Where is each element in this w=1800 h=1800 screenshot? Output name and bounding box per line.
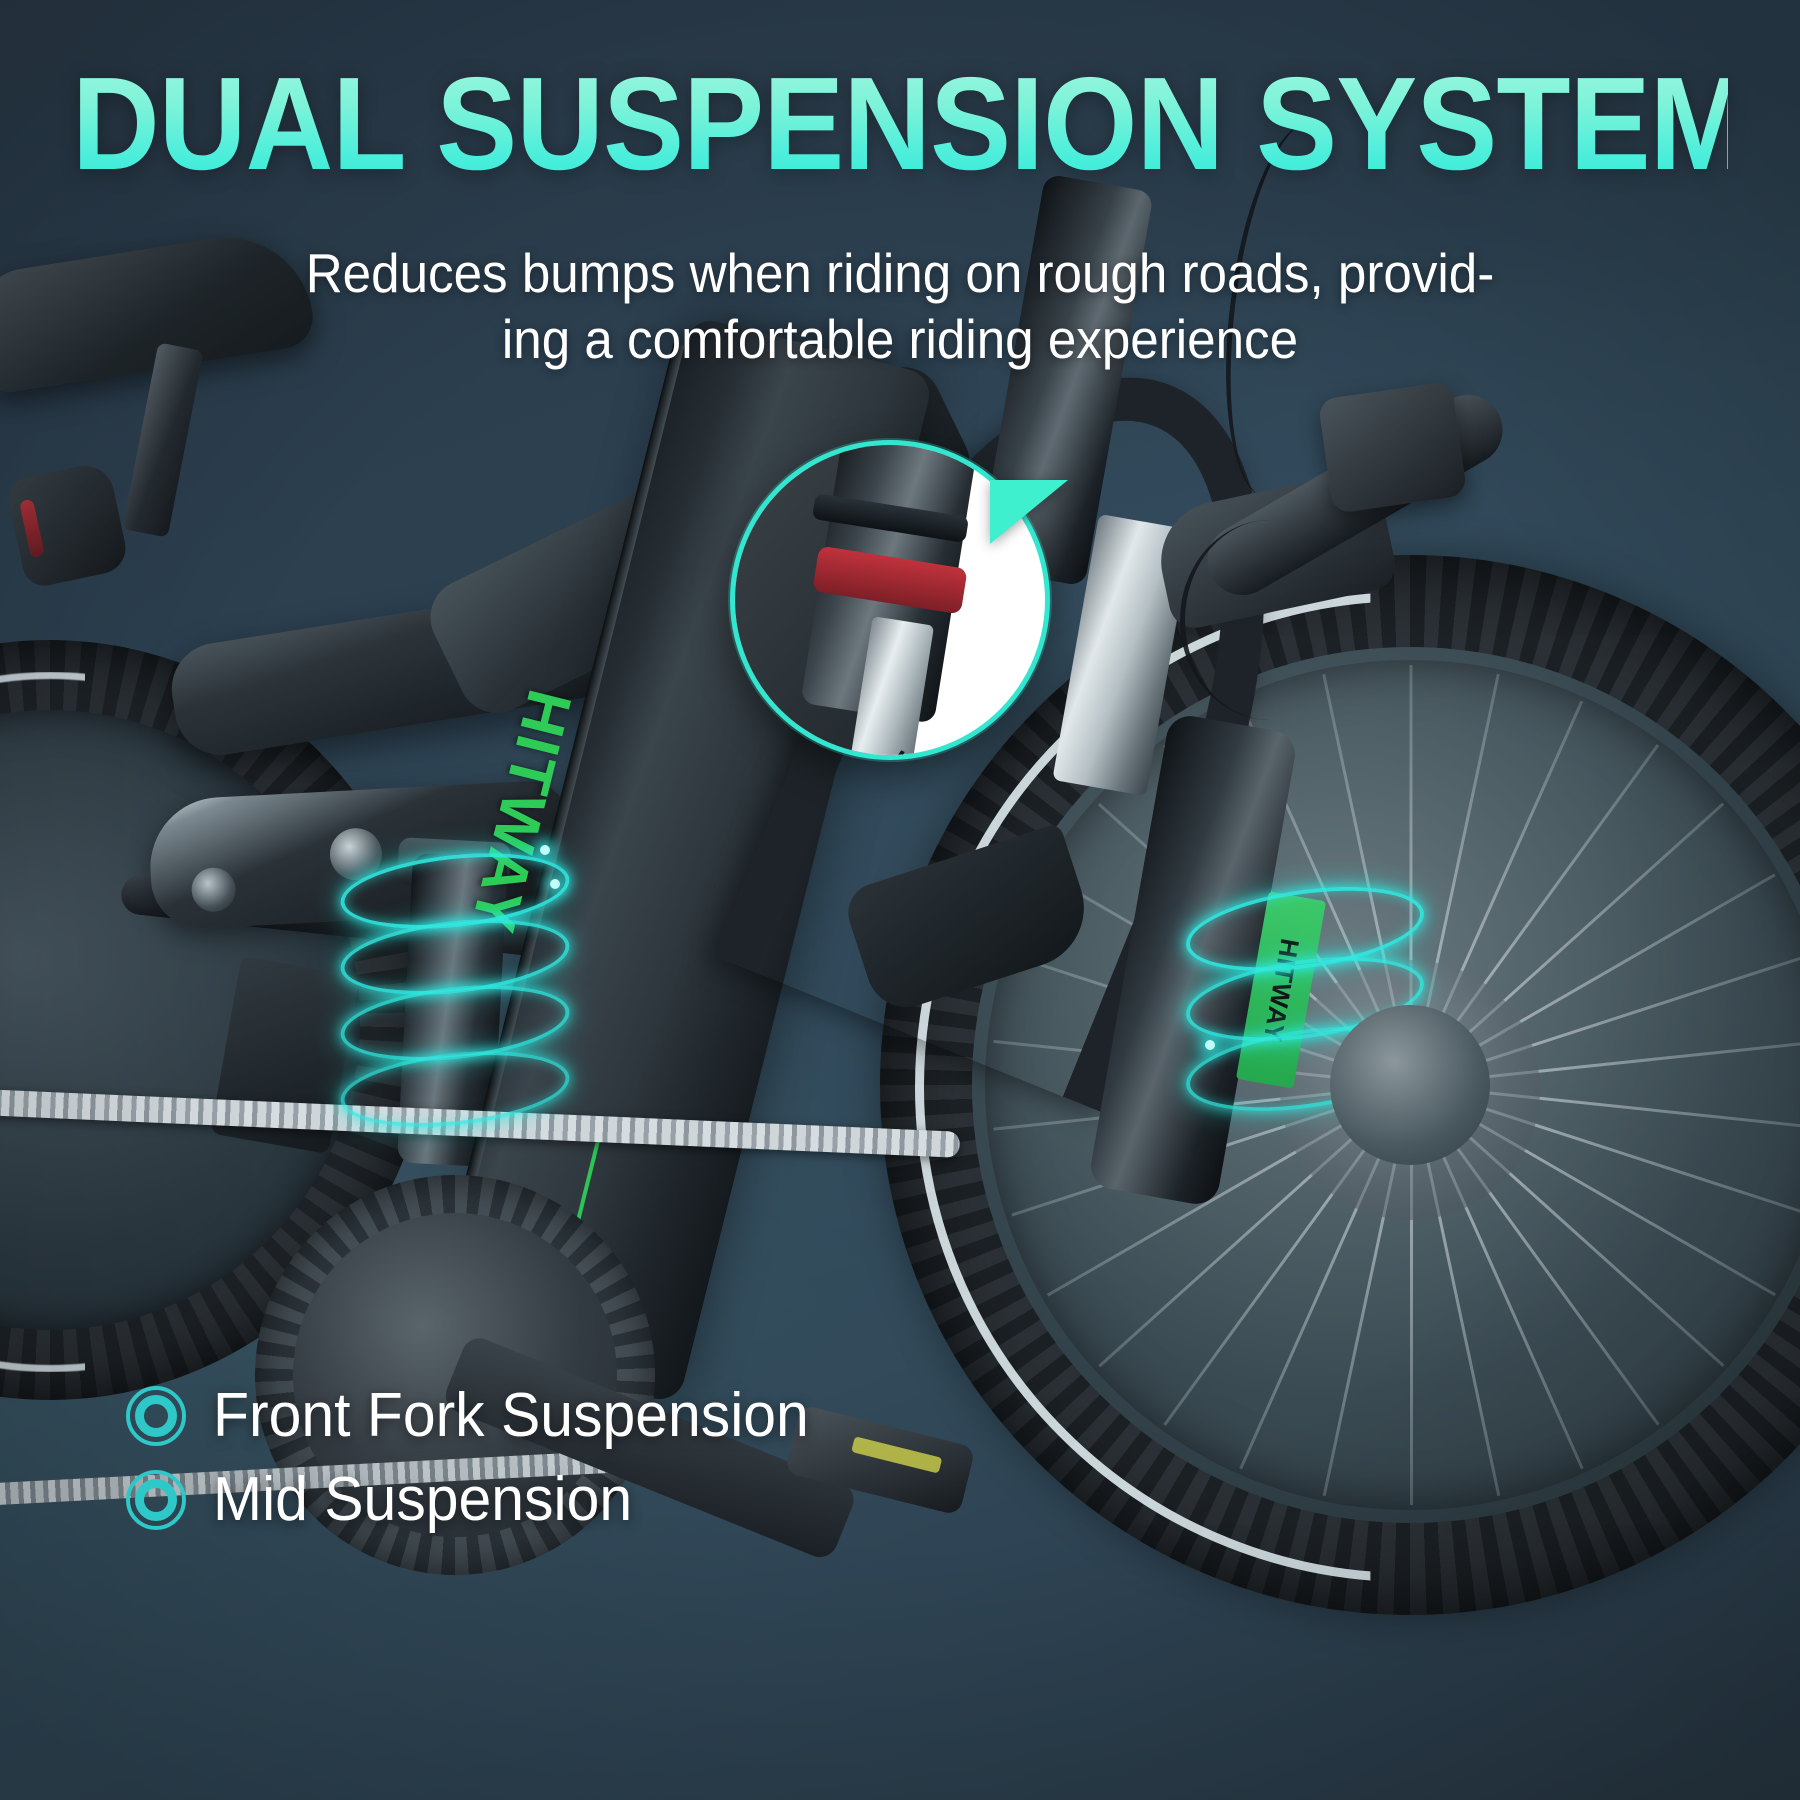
front-wheel-spokes (985, 660, 1800, 1510)
brake-cable-lower (1180, 520, 1360, 720)
subtitle-line-1: Reduces bumps when riding on rough roads… (305, 242, 1495, 304)
callout-pointer-triangle-icon (990, 480, 1068, 544)
feature-list: Front Fork Suspension Mid Suspension (125, 1385, 840, 1553)
list-item: Mid Suspension (125, 1469, 840, 1531)
glow-spark (550, 879, 560, 889)
rear-tire-white-stripe (0, 672, 86, 1372)
target-rings-icon (125, 1385, 187, 1447)
feature-label-mid-suspension: Mid Suspension (213, 1465, 633, 1534)
glow-spark (540, 845, 550, 855)
feature-label-front-fork: Front Fork Suspension (213, 1381, 809, 1450)
subtitle-line-2: ing a comfortable riding experience (501, 308, 1299, 370)
rear-tail-light (4, 460, 131, 590)
spoke (1410, 1085, 1413, 1505)
page-title: DUAL SUSPENSION SYSTEM (72, 50, 1751, 197)
target-rings-icon (125, 1469, 187, 1531)
handlebar-display-unit (1317, 381, 1468, 514)
subtitle: Reduces bumps when riding on rough roads… (282, 240, 1519, 372)
list-item: Front Fork Suspension (125, 1385, 840, 1447)
glow-spark (1205, 1040, 1215, 1050)
front-wheel-hub (1330, 1005, 1490, 1165)
